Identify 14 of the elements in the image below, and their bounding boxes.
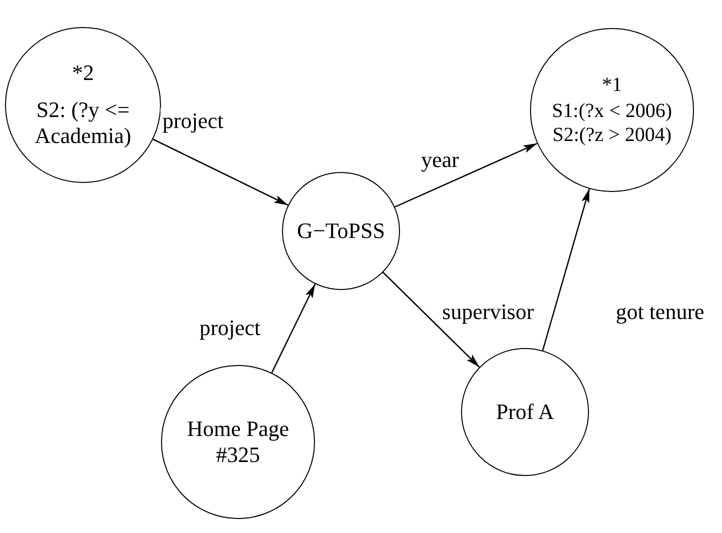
node-label: S2: (?y <= Academia) xyxy=(34,96,132,150)
arrow xyxy=(271,284,316,374)
node-label: *1 xyxy=(602,73,622,97)
arrow xyxy=(394,142,538,208)
node-label: S1:(?x < 2006) xyxy=(552,99,672,123)
arrow xyxy=(542,188,590,351)
node-label: Home Page #325 xyxy=(186,416,290,468)
arrow xyxy=(152,138,288,206)
arrow xyxy=(382,272,480,368)
node-label: Prof A xyxy=(496,398,554,426)
node-label: *2 xyxy=(72,60,94,87)
node-label: G−ToPSS xyxy=(297,218,385,244)
edge-label: project xyxy=(160,108,226,134)
node-label: S2:(?z > 2004) xyxy=(552,123,672,147)
